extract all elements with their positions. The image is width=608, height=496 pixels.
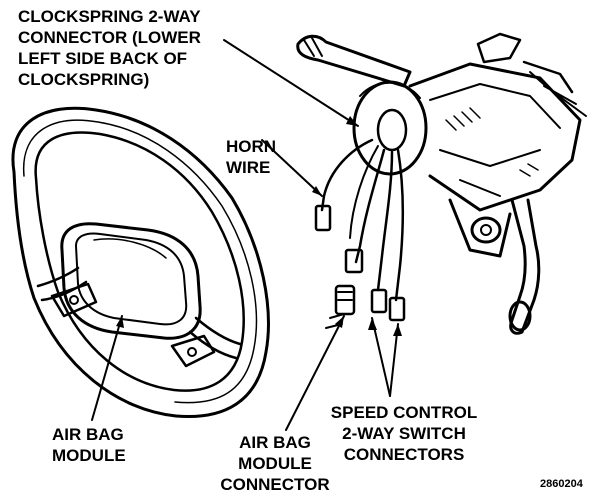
speed-control-arrowhead-2 (393, 324, 402, 336)
clockspring-2way-connector (344, 248, 364, 274)
steering-wheel-inner-rim (34, 131, 245, 392)
ignition-lock-center (480, 224, 492, 236)
clockspring-connector-label: CLOCKSPRING 2-WAY CONNECTOR (LOWER LEFT … (18, 6, 201, 90)
air-bag-module-label-line-1: AIR BAG (52, 425, 124, 444)
air-bag-module-connector-label: AIR BAG MODULE CONNECTOR (210, 432, 340, 495)
clockspring-label-line-3: LEFT SIDE BACK OF (18, 49, 188, 68)
right-spoke-mount (170, 334, 216, 368)
speed-control-label-line-2: 2-WAY SWITCH (342, 424, 466, 443)
column-hatching (445, 107, 539, 177)
figure-number: 2860204 (540, 478, 583, 490)
air-bag-connector-label-line-3: CONNECTOR (220, 475, 330, 494)
speed-control-label: SPEED CONTROL 2-WAY SWITCH CONNECTORS (324, 402, 484, 465)
harness-wire-c (394, 148, 405, 302)
horn-wire-label-line-1: HORN (226, 137, 277, 156)
steering-wheel-rim-groove (22, 119, 258, 404)
tilt-lever-knob (508, 300, 532, 332)
horn-wire-leader (261, 139, 323, 197)
speed-control-connector-2 (388, 296, 406, 322)
column-top-connectors (476, 32, 574, 94)
tilt-lever (509, 198, 541, 335)
horn-wire-lead (320, 138, 374, 212)
column-lower-tube (448, 198, 512, 258)
speed-control-label-line-3: CONNECTORS (343, 445, 465, 464)
harness-wire-a (354, 148, 386, 264)
air-bag-cover-highlight (93, 238, 167, 259)
leader-arrowheads (116, 116, 402, 336)
left-spoke-mount (50, 282, 98, 318)
horn-wire-arrowhead (312, 186, 322, 196)
clockspring-label-line-2: CONNECTOR (LOWER (18, 28, 201, 47)
horn-wire-connector (314, 204, 332, 232)
air-bag-module-connector-tab (337, 291, 353, 301)
horn-wire-label-line-2: WIRE (226, 158, 271, 177)
column-housing (408, 62, 582, 212)
harness-wire-b (376, 150, 394, 292)
clockspring (352, 80, 428, 176)
air-bag-connector-label-line-2: MODULE (238, 454, 312, 473)
speed-control-leader-1 (371, 317, 391, 397)
clockspring-leader (223, 39, 359, 127)
air-bag-connector-leader (285, 315, 345, 431)
air-bag-module-label-line-2: MODULE (52, 446, 126, 465)
speed-control-arrowhead-1 (368, 318, 377, 330)
air-bag-cover-bevel (75, 232, 188, 326)
clockspring-label-line-1: CLOCKSPRING 2-WAY (18, 7, 201, 26)
harness-wire-d (349, 145, 379, 239)
right-mount-bolt (187, 347, 197, 357)
ignition-lock (470, 216, 502, 244)
clockspring-arrowhead (346, 116, 358, 126)
steering-column (296, 32, 587, 335)
clockspring-label-line-4: CLOCKSPRING) (18, 70, 150, 89)
speed-control-connector-1 (370, 288, 388, 314)
left-mount-bolt (69, 295, 79, 305)
clockspring-inner (376, 108, 408, 152)
steering-wheel-outer-rim (11, 106, 270, 419)
stalk-knob-grip (303, 37, 323, 57)
air-bag-connector-label-line-1: AIR BAG (239, 433, 311, 452)
air-bag-cover (60, 222, 202, 340)
leader-lines (91, 39, 399, 431)
air-bag-module (60, 222, 202, 340)
multifunction-stalk (296, 34, 412, 88)
air-bag-module-arrowhead (116, 316, 124, 328)
column-housing-detail (429, 83, 561, 197)
wiring-harness (314, 138, 406, 329)
air-bag-module-label: AIR BAG MODULE (52, 424, 126, 466)
column-top-wires (529, 71, 587, 117)
speed-control-label-line-1: SPEED CONTROL (330, 403, 478, 422)
air-bag-connector-arrowhead (335, 316, 344, 328)
horn-wire-label: HORN WIRE (226, 136, 276, 178)
air-bag-module-leader (91, 315, 123, 421)
